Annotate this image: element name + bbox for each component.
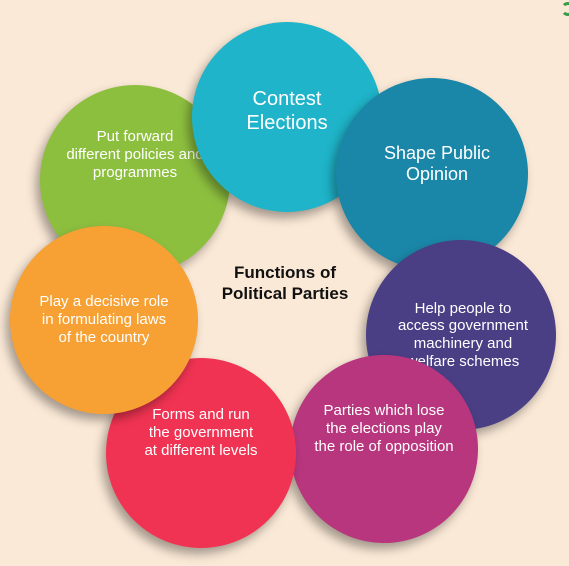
function-label-formulate-laws: Play a decisive role in formulating laws… xyxy=(39,293,169,346)
function-label-government-access: Help people to access government machine… xyxy=(397,299,529,370)
function-label-opposition: Parties which lose the elections play th… xyxy=(314,402,454,455)
function-label-contest-elections: Contest Elections xyxy=(246,88,328,134)
function-circle-public-opinion: Shape Public Opinion xyxy=(336,78,528,270)
green-logo-arc-icon xyxy=(561,2,569,16)
diagram-center-title: Functions of Political Parties xyxy=(221,263,349,304)
function-label-run-government: Forms and run the government at differen… xyxy=(144,406,258,459)
function-label-policies: Put forward different policies and progr… xyxy=(66,128,204,181)
function-circle-formulate-laws: Play a decisive role in formulating laws… xyxy=(10,226,198,414)
function-circle-opposition: Parties which lose the elections play th… xyxy=(290,355,478,543)
function-label-public-opinion: Shape Public Opinion xyxy=(383,142,491,184)
